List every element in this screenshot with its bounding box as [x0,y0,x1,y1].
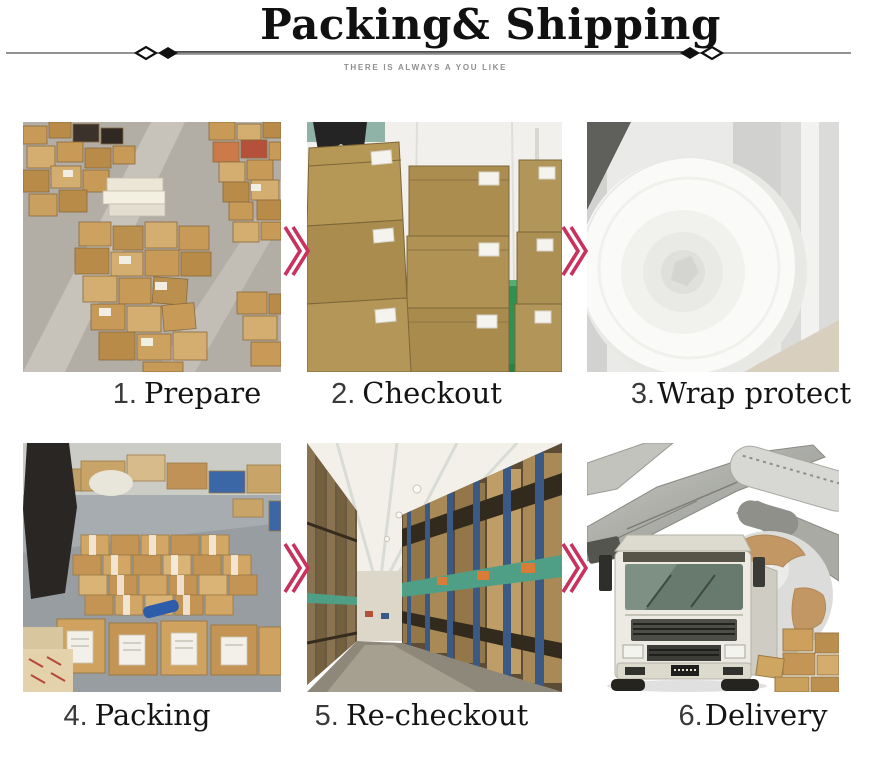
step-label: Re-checkout [345,698,529,732]
step-label: Packing [94,698,211,732]
step-caption-prepare: 1.Prepare [58,376,316,418]
hollow-diamond-icon [133,45,159,61]
step-number: 2. [331,378,356,410]
step-number: 6. [678,700,703,732]
stacked-boxes-illustration [307,122,562,372]
step-number: 5. [314,700,339,732]
step-label: Prepare [143,376,262,410]
flow-arrow-icon [559,224,589,278]
photo-wrap-protect [587,122,839,372]
page-title: Packing& Shipping [260,0,721,49]
bubble-wrap-roll-illustration [587,122,839,372]
tagline: THERE IS ALWAYS A YOU LIKE [343,63,508,72]
warehouse-overhead-illustration [23,122,281,372]
packed-parcels-illustration [23,443,281,692]
step-caption-checkout: 2.Checkout [289,376,544,418]
title-divider [0,44,889,62]
step-label: Checkout [362,376,502,410]
step-number: 4. [63,700,88,732]
flow-arrow-icon [281,541,311,595]
photo-prepare [23,122,281,372]
flow-arrow-icon [559,541,589,595]
filled-diamond-icon [158,47,178,59]
filled-diamond-icon [680,47,700,59]
hollow-diamond-icon [699,45,725,61]
step-label: Wrap protect [657,376,852,410]
flow-arrow-icon [281,224,311,278]
photo-checkout [307,122,562,372]
step-caption-delivery: 6.Delivery [627,698,879,740]
warehouse-aisle-illustration [307,443,562,692]
divider-ornament [6,45,851,61]
step-number: 1. [112,378,137,410]
photo-packing [23,443,281,692]
step-number: 3. [630,378,656,410]
step-caption-re-checkout: 5.Re-checkout [294,698,549,740]
step-label: Delivery [704,698,828,732]
step-caption-packing: 4.Packing [8,698,266,740]
photo-delivery [587,443,839,692]
photo-re-checkout [307,443,562,692]
truck-plane-globe-illustration [587,443,839,692]
step-caption-wrap-protect: 3.Wrap protect [615,376,867,418]
